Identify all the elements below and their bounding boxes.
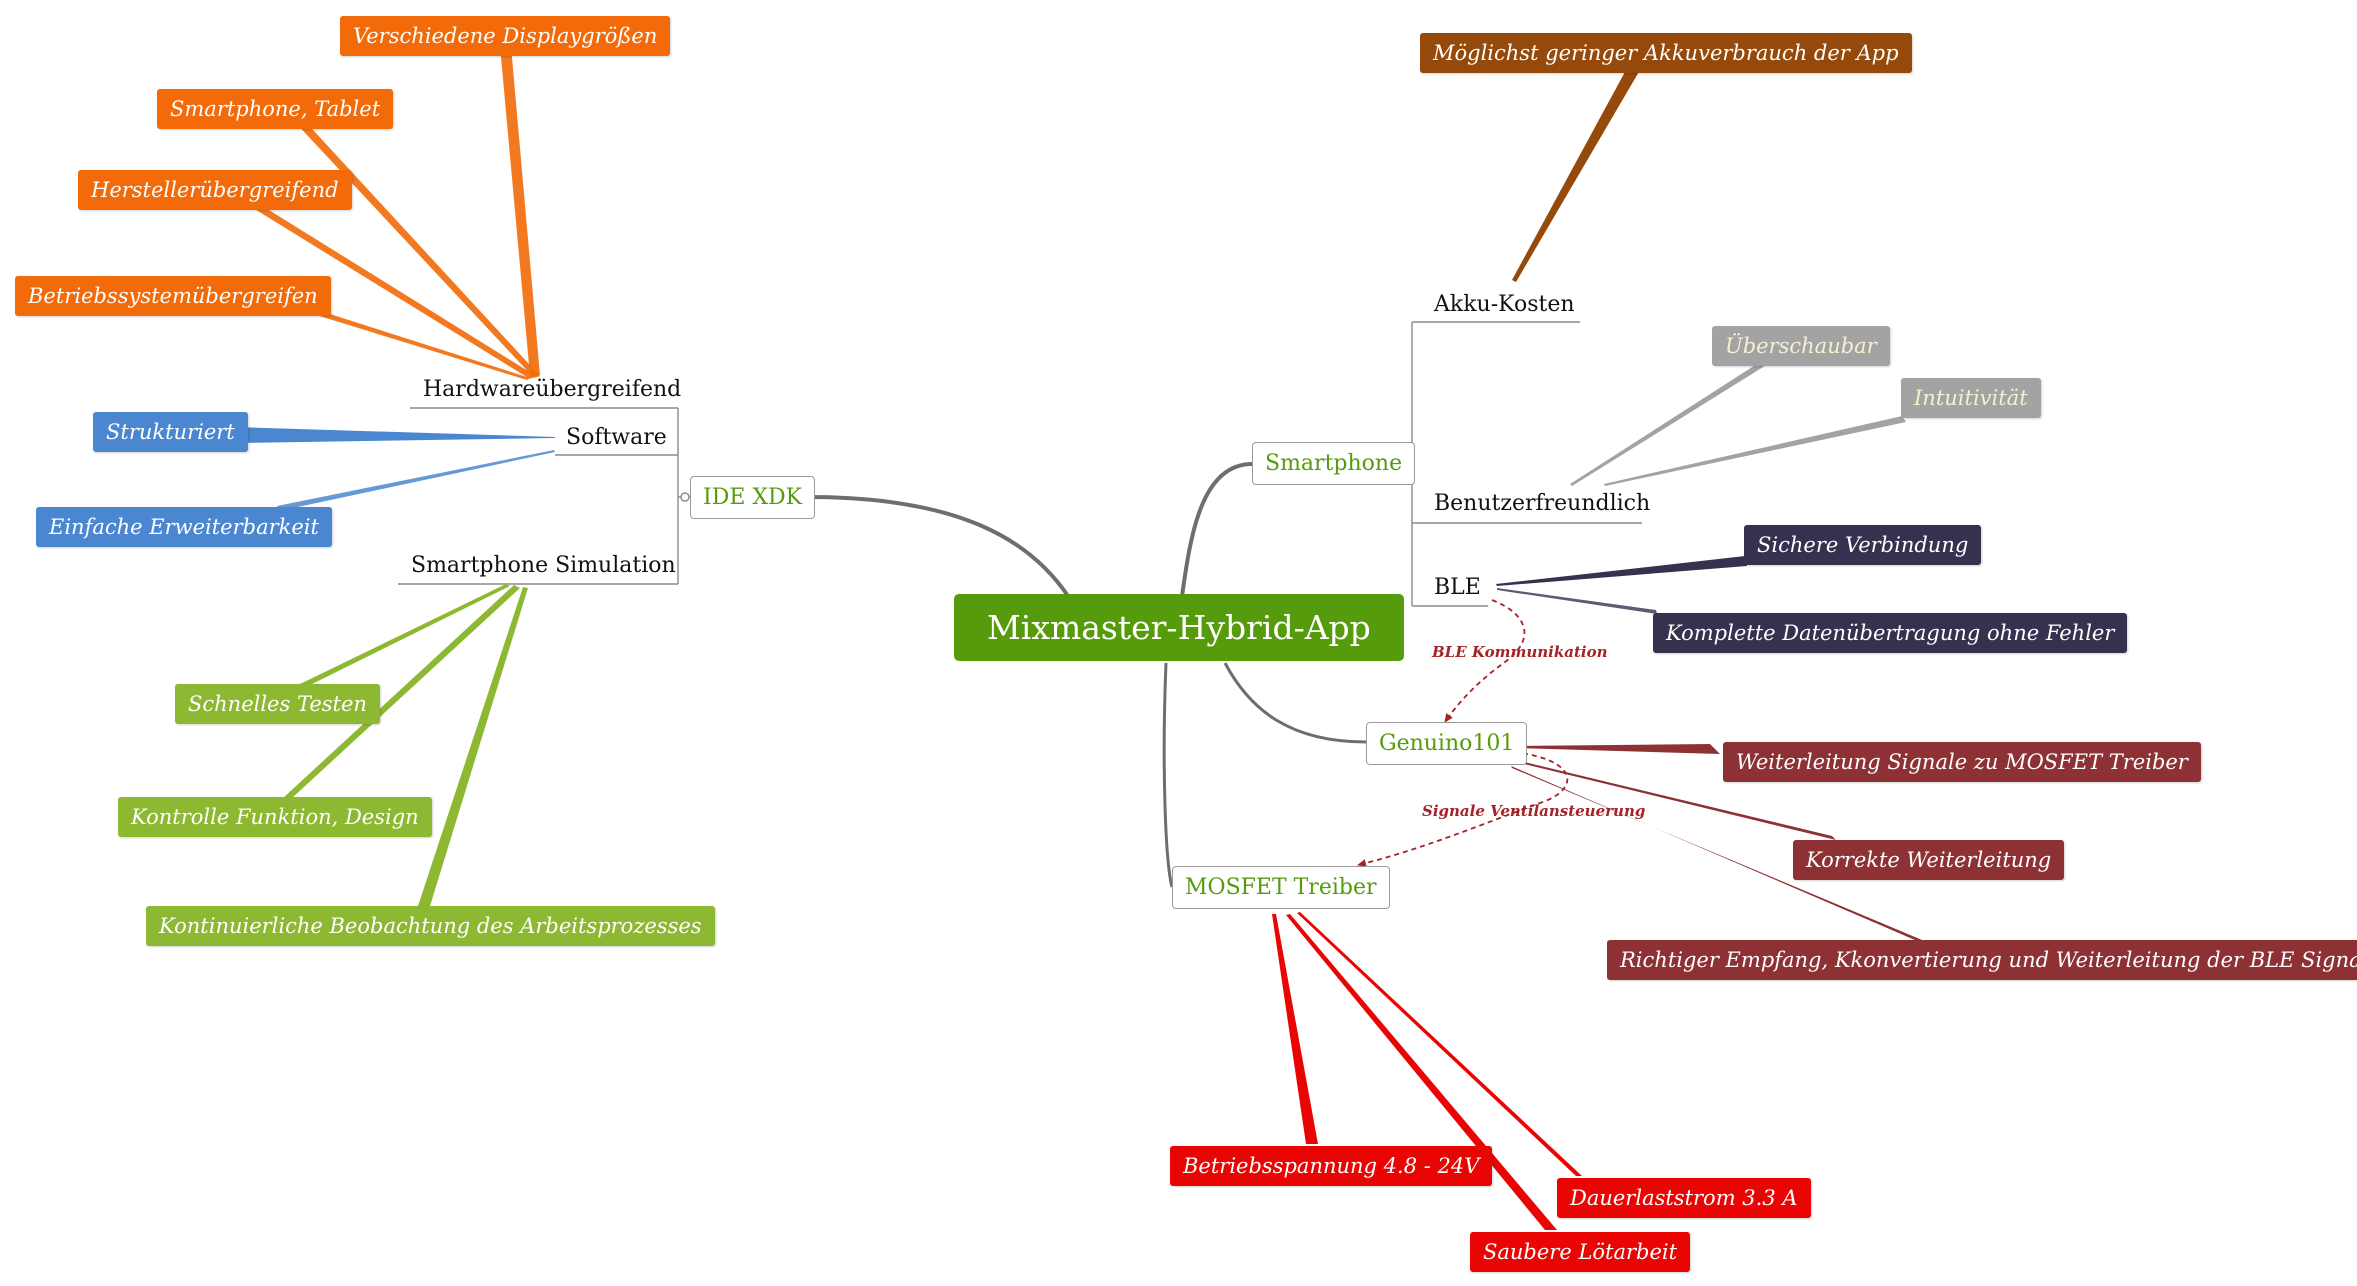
leaf-verschiedene-displaygroessen[interactable]: Verschiedene Displaygrößen <box>340 16 671 56</box>
leaf-kontinuierliche-beobachtung[interactable]: Kontinuierliche Beobachtung des Arbeitsp… <box>146 906 715 946</box>
genuino-connectors <box>1511 744 1922 940</box>
branch-genuino101[interactable]: Genuino101 <box>1366 722 1528 765</box>
akku-connectors <box>1512 70 1640 282</box>
topic-software[interactable]: Software <box>566 425 667 450</box>
leaf-einfache-erweiterbarkeit[interactable]: Einfache Erweiterbarkeit <box>36 507 332 547</box>
leaf-dauerlaststrom[interactable]: Dauerlaststrom 3.3 A <box>1557 1178 1811 1218</box>
relationship-arrows <box>1357 599 1569 868</box>
simulation-connectors <box>283 584 528 906</box>
leaf-ueberschaubar[interactable]: Überschaubar <box>1712 326 1890 366</box>
relationship-label-signale-ventilansteuerung: Signale Ventilansteuerung <box>1422 802 1646 820</box>
branch-ide-xdk[interactable]: IDE XDK <box>690 476 816 519</box>
leaf-schnelles-testen[interactable]: Schnelles Testen <box>175 684 380 724</box>
hardware-connectors <box>240 46 540 380</box>
leaf-korrekte-weiterleitung[interactable]: Korrekte Weiterleitung <box>1793 840 2065 880</box>
central-topic[interactable]: Mixmaster-Hybrid-App <box>954 594 1404 661</box>
ide-bracket <box>398 407 690 585</box>
software-connectors <box>236 427 555 511</box>
benutzer-connectors <box>1570 362 1906 486</box>
leaf-herstelleruebergreifend[interactable]: Herstellerübergreifend <box>78 170 352 210</box>
leaf-strukturiert[interactable]: Strukturiert <box>93 412 248 452</box>
topic-ble[interactable]: BLE <box>1434 575 1481 600</box>
branch-mosfet-treiber[interactable]: MOSFET Treiber <box>1172 866 1390 909</box>
leaf-saubere-loetarbeit[interactable]: Saubere Lötarbeit <box>1470 1232 1691 1272</box>
link-central-genuino <box>1223 662 1367 744</box>
relation-ble-genuino <box>1444 599 1526 723</box>
leaf-komplette-datenuebertragung[interactable]: Komplette Datenübertragung ohne Fehler <box>1653 613 2128 653</box>
topic-akku-kosten[interactable]: Akku-Kosten <box>1434 292 1575 317</box>
leaf-smartphone-tablet[interactable]: Smartphone, Tablet <box>157 89 394 129</box>
topic-benutzerfreundlich[interactable]: Benutzerfreundlich <box>1434 491 1651 516</box>
leaf-betriebsspannung[interactable]: Betriebsspannung 4.8 - 24V <box>1170 1146 1493 1186</box>
leaf-weiterleitung-signale[interactable]: Weiterleitung Signale zu MOSFET Treiber <box>1723 742 2201 782</box>
relationship-label-ble-kommunikation: BLE Kommunikation <box>1432 643 1608 661</box>
central-branch-links <box>807 462 1367 888</box>
link-central-ide <box>807 495 1070 598</box>
leaf-sichere-verbindung[interactable]: Sichere Verbindung <box>1744 525 1982 565</box>
leaf-richtiger-empfang[interactable]: Richtiger Empfang, Kkonvertierung und We… <box>1607 940 2357 980</box>
ble-connectors <box>1496 556 1747 614</box>
leaf-betriebssystemuebergreifen[interactable]: Betriebssystemübergreifen <box>15 276 331 316</box>
branch-smartphone[interactable]: Smartphone <box>1252 442 1416 485</box>
leaf-kontrolle-funktion-design[interactable]: Kontrolle Funktion, Design <box>118 797 432 837</box>
leaf-intuitivitaet[interactable]: Intuitivität <box>1901 378 2041 418</box>
leaf-akkuverbrauch[interactable]: Möglichst geringer Akkuverbrauch der App <box>1420 33 1912 73</box>
topic-hardwareuebergreifend[interactable]: Hardwareübergreifend <box>423 377 682 402</box>
link-central-mosfet <box>1162 662 1174 888</box>
relation-genuino-mosfet <box>1357 751 1569 868</box>
link-central-smartphone <box>1180 462 1253 597</box>
topic-smartphone-simulation[interactable]: Smartphone Simulation <box>411 553 676 578</box>
